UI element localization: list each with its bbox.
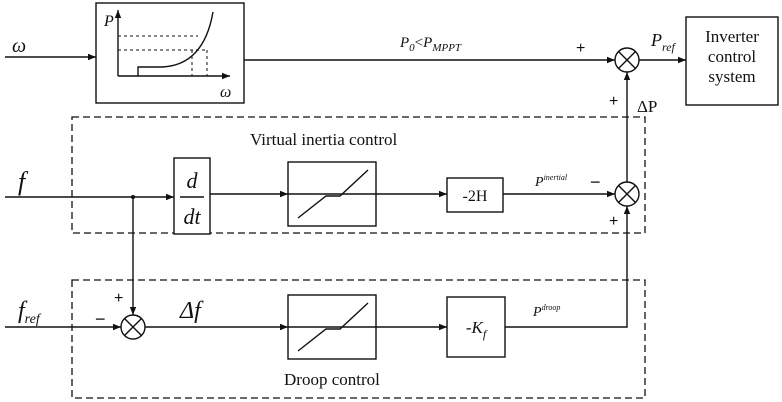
pmppt-sub: MPPT (431, 42, 462, 54)
droop-control-group (71, 279, 646, 399)
delta-f-label: Δf (179, 298, 204, 324)
pref-label: Pref (650, 30, 677, 54)
inverter-label-line2: control (708, 47, 756, 66)
p0-main: P (399, 35, 409, 51)
pdroop-main: P (532, 305, 542, 320)
mppt-x-label: ω (220, 84, 231, 101)
p0-op: < (415, 35, 423, 51)
derivative-denominator: dt (183, 204, 201, 229)
top-junction-plus-left: + (576, 40, 585, 57)
inertia-gain-text: -2H (463, 188, 488, 205)
pinertial-sup: inertial (544, 173, 568, 182)
pdroop-label: Pdroop (532, 303, 560, 320)
droop-gain-sub: f (483, 327, 488, 341)
fref-sub: ref (25, 312, 42, 327)
droop-deadband-curve (297, 302, 369, 352)
pinertial-main: P (534, 175, 544, 190)
branch-point (131, 195, 135, 199)
droop-gain-label: -Kf (466, 318, 488, 341)
pmppt-main: P (422, 35, 432, 51)
omega-input-label: ω (12, 35, 26, 57)
inverter-label-line1: Inverter (705, 27, 759, 46)
droop-gain-block (446, 296, 506, 358)
p0-pmppt-label: P0<PMPPT (399, 35, 462, 54)
inverter-control-system-block (685, 16, 779, 106)
derivative-numerator: d (187, 168, 199, 193)
derivative-block (173, 157, 211, 235)
summing-junction-top (614, 47, 640, 73)
inertia-gain-label: -2H (463, 188, 488, 205)
inverter-label-line3: system (708, 67, 755, 86)
delta-p-label: ΔP (637, 97, 657, 116)
pdroop-line (505, 206, 631, 328)
virtual-inertia-label: Virtual inertia control (250, 130, 397, 149)
f-input-label: f (18, 167, 29, 196)
droop-gain-main: -K (466, 318, 485, 337)
inertia-gain-block (446, 177, 504, 213)
mppt-power-curve (137, 11, 214, 76)
virtual-inertia-group (71, 116, 646, 234)
droop-control-label: Droop control (284, 370, 380, 389)
pref-sub: ref (662, 40, 677, 54)
frequency-junction-plus: + (114, 290, 123, 307)
pref-main: P (650, 30, 662, 50)
mppt-y-label: P (103, 13, 114, 30)
mppt-curve-block (95, 2, 245, 104)
pdroop-sup: droop (542, 303, 561, 312)
summing-junction-frequency (120, 314, 146, 340)
pinertial-label: Pinertial (534, 173, 568, 190)
fref-main: f (18, 298, 28, 324)
inertia-deadband-curve (297, 169, 369, 219)
top-junction-plus-bottom: + (609, 93, 618, 110)
inertia-junction-minus: − (590, 172, 601, 192)
p0-sub: 0 (409, 42, 415, 54)
summing-junction-inertia (614, 181, 640, 207)
frequency-junction-minus: − (95, 309, 106, 329)
fref-input-label: fref (18, 298, 42, 327)
inertia-junction-plus: + (609, 213, 618, 230)
